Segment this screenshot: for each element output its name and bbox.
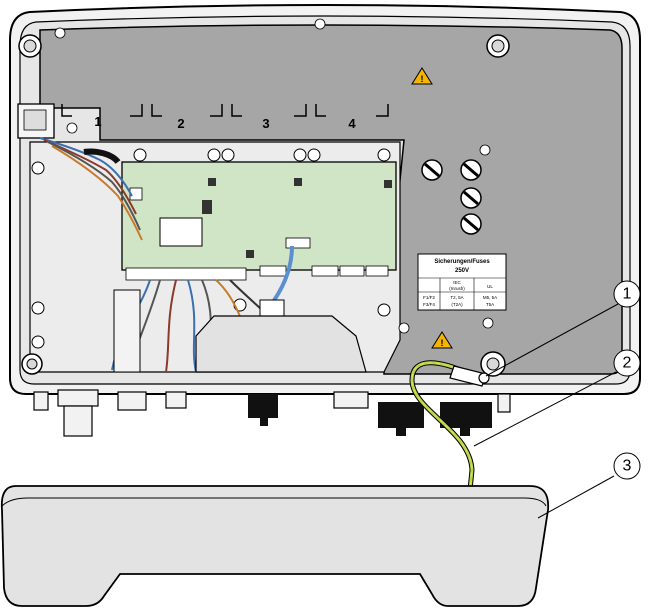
corner-screw-top-right (486, 34, 510, 58)
svg-text:!: ! (441, 338, 444, 348)
slot-number-4: 4 (348, 116, 356, 131)
fuse-label-ul: UL (487, 284, 493, 289)
fuse-label-iec: IEC (453, 280, 461, 285)
fuse-label-voltage: 250V (455, 268, 469, 274)
slot-number-3: 3 (262, 116, 269, 131)
fuse-label-iec-rating-2: (T2A) (451, 302, 463, 307)
cable-gland-bracket (113, 289, 367, 373)
callout-2: 2 (613, 349, 641, 377)
black-glands (248, 394, 492, 436)
fuse-label-inrush: (Inrush) (449, 286, 465, 291)
terminal-strips (125, 265, 389, 281)
callout-3: 3 (613, 452, 641, 480)
corner-screw-top-left (18, 34, 42, 58)
front-cover (0, 485, 550, 607)
fuse-label: Sicherungen/Fuses 250V IEC (Inrush) UL F… (417, 253, 507, 311)
fuse-holders (421, 159, 482, 235)
slot-row: 1 2 3 4 (61, 104, 389, 131)
power-connector-block (17, 103, 55, 139)
warning-triangle-icon: ! (411, 67, 433, 85)
callout-leaders (473, 303, 619, 519)
callout-1: 1 (613, 280, 641, 308)
callout-2-label: 2 (623, 355, 632, 372)
svg-text:!: ! (421, 74, 424, 84)
fuse-label-ul-rating-2: T5A (486, 302, 494, 307)
cable-glands (33, 389, 511, 437)
main-circuit-board (121, 161, 397, 281)
fuse-label-iec-rating: T2, 5A (450, 295, 463, 300)
ground-wire (409, 360, 475, 491)
corner-screw-bottom-left (21, 353, 43, 375)
slot-number-1: 1 (94, 114, 101, 129)
warning-triangle-icon-lower: ! (431, 331, 453, 349)
callout-1-label: 1 (623, 286, 632, 303)
slot-number-2: 2 (177, 116, 184, 131)
fuse-label-f1f2: F1/F2 (423, 295, 435, 300)
corner-screw-bottom-right (480, 351, 506, 377)
fuse-label-title: Sicherungen/Fuses (434, 259, 490, 265)
fuse-label-ul-rating: M5, 5A (483, 295, 497, 300)
fuse-label-f3f4: F3/F4 (423, 302, 435, 307)
callout-3-label: 3 (623, 458, 632, 475)
